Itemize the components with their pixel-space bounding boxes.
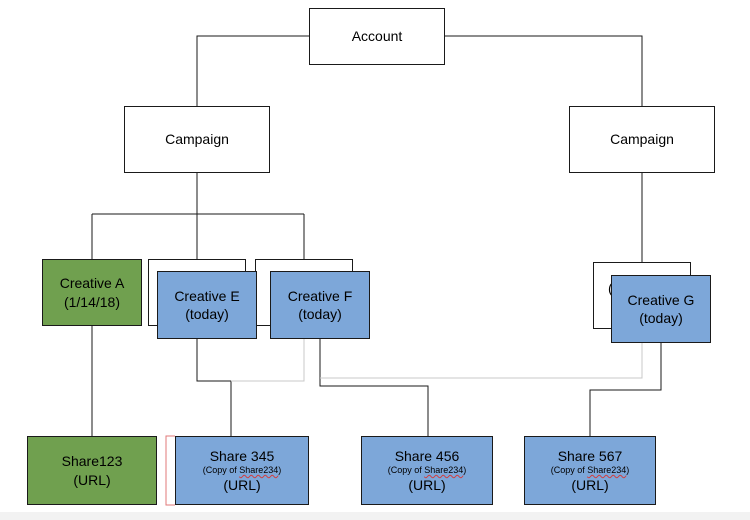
creative-e-node[interactable]: Creative E (today) (157, 271, 257, 339)
creative-a-label: Creative A (59, 275, 125, 292)
campaign-right-node[interactable]: Campaign (569, 106, 715, 173)
faint-connector-f-left (231, 339, 305, 382)
share-345-node[interactable]: Share 345 (Copy of Share234) (URL) (175, 436, 309, 505)
share-567-label: Share 567 (557, 447, 623, 464)
share-567-copy-note: (Copy of Share234) (550, 465, 630, 476)
campaign-right-label: Campaign (610, 131, 674, 148)
creative-g-date: (today) (639, 310, 683, 326)
connector-account-campaign-right (445, 35, 643, 106)
creative-f-label: Creative F (287, 287, 353, 304)
creative-e-date: (today) (185, 306, 229, 322)
campaign-left-label: Campaign (165, 131, 229, 148)
share-123-node[interactable]: Share123 (URL) (27, 436, 157, 505)
share-345-url: (URL) (223, 476, 261, 493)
ghost-box-partial-glyph: ( (608, 280, 613, 296)
creative-g-node[interactable]: Creative G (today) (611, 275, 711, 343)
creative-f-node[interactable]: Creative F (today) (270, 271, 370, 339)
share-345-label: Share 345 (209, 447, 275, 464)
share-456-copy-note: (Copy of Share234) (387, 465, 467, 476)
share-123-url: (URL) (73, 471, 111, 488)
connector-creative-e-share345 (196, 339, 232, 436)
share-567-node[interactable]: Share 567 (Copy of Share234) (URL) (524, 436, 656, 505)
red-selection-marker (165, 435, 175, 506)
share-456-label: Share 456 (394, 447, 460, 464)
campaign-left-node[interactable]: Campaign (124, 106, 270, 173)
share-456-node[interactable]: Share 456 (Copy of Share234) (URL) (361, 436, 493, 505)
creative-g-label: Creative G (627, 291, 695, 308)
account-label: Account (351, 28, 403, 45)
creative-a-date: (1/14/18) (63, 293, 121, 310)
creative-e-label: Creative E (174, 287, 240, 304)
connector-creative-f-share456 (319, 339, 429, 436)
faint-connector-f-right (320, 343, 643, 379)
creative-a-node[interactable]: Creative A (1/14/18) (42, 259, 142, 326)
share-567-url: (URL) (571, 476, 609, 493)
connector-creative-g-share567 (589, 343, 662, 436)
bottom-scroll-strip (0, 512, 750, 520)
share-345-copy-note: (Copy of Share234) (202, 465, 282, 476)
share-456-url: (URL) (408, 476, 446, 493)
connector-account-campaign-left (196, 35, 309, 106)
account-node[interactable]: Account (309, 8, 445, 65)
creative-f-date: (today) (298, 306, 342, 322)
share-123-label: Share123 (61, 453, 123, 470)
